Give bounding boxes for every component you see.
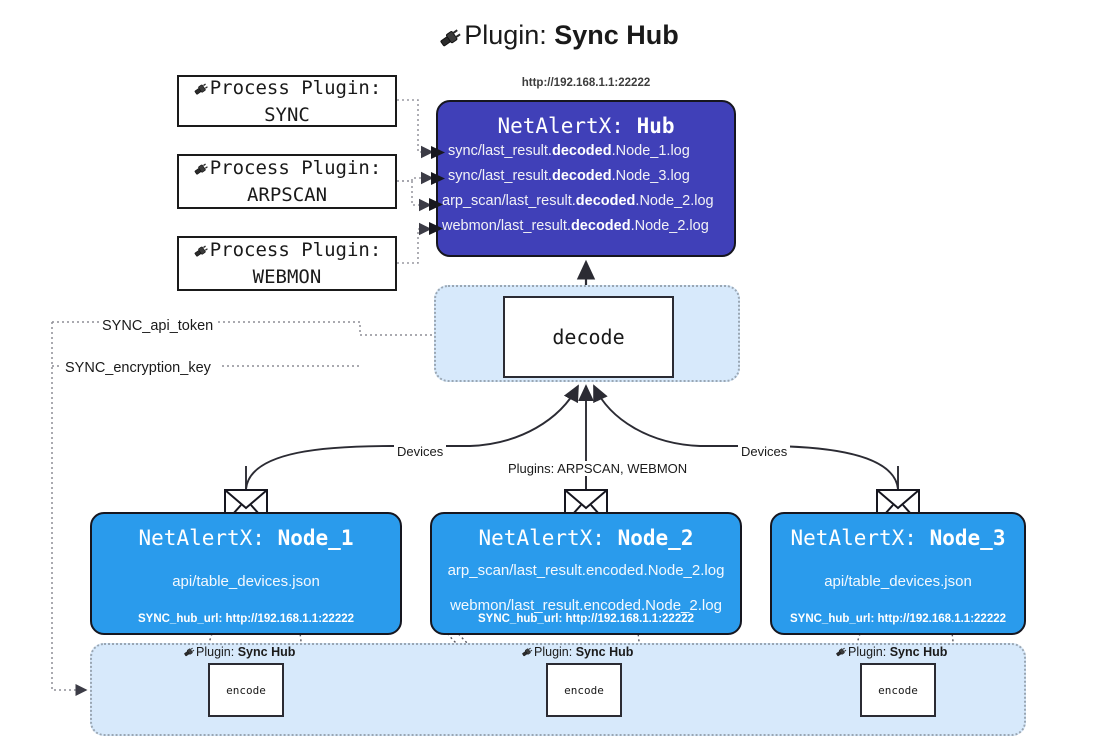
- hub-node[interactable]: NetAlertX: Hub sync/last_result.decoded.…: [436, 100, 736, 257]
- node-line: webmon/last_result.encoded.Node_2.log: [450, 597, 722, 614]
- hub-log-row: sync/last_result.decoded.Node_1.log: [448, 143, 690, 159]
- plug-icon: [193, 79, 210, 99]
- process-plugin-value: SYNC: [264, 103, 310, 126]
- title-prefix: Plugin:: [464, 20, 547, 50]
- plug-icon: [835, 645, 848, 659]
- node-hub-url: SYNC_hub_url: http://192.168.1.1:22222: [477, 613, 695, 625]
- process-plugin-sync[interactable]: Process Plugin: SYNC: [177, 75, 397, 127]
- edge-label-plugins: Plugins: ARPSCAN, WEBMON: [505, 461, 691, 476]
- encode-box-1[interactable]: encode: [208, 663, 284, 717]
- title-name: Sync Hub: [554, 20, 679, 50]
- node-title: NetAlertX: Node_3: [790, 526, 1006, 550]
- plugin-label-3: Plugin: Sync Hub: [835, 645, 947, 659]
- hub-title-prefix: NetAlertX:: [497, 114, 624, 138]
- node-hub-url: SYNC_hub_url: http://192.168.1.1:22222: [137, 613, 355, 625]
- hub-log-row: arp_scan/last_result.decoded.Node_2.log: [442, 193, 714, 209]
- process-plugin-value: WEBMON: [252, 266, 322, 288]
- hub-title: NetAlertX: Hub: [438, 113, 734, 139]
- node-title: NetAlertX: Node_2: [478, 526, 694, 550]
- hub-title-name: Hub: [636, 114, 675, 138]
- node-2[interactable]: NetAlertX: Node_2 arp_scan/last_result.e…: [430, 512, 742, 635]
- plugin-label-1: Plugin: Sync Hub: [183, 645, 295, 659]
- hub-url-label: http://192.168.1.1:22222: [521, 77, 651, 89]
- node-line: api/table_devices.json: [172, 573, 320, 590]
- sync-api-token-label: SYNC_api_token: [99, 318, 217, 334]
- node-line: api/table_devices.json: [824, 573, 972, 590]
- plug-icon: [438, 21, 464, 55]
- decode-box[interactable]: decode: [503, 296, 674, 378]
- edge-label-devices-left: Devices: [394, 444, 447, 459]
- process-plugin-label: Process Plugin:: [209, 157, 382, 179]
- plug-icon: [193, 159, 210, 179]
- edge-label-devices-right: Devices: [738, 444, 791, 459]
- page-title: Plugin: Sync Hub: [0, 18, 1117, 53]
- process-plugin-label: Process Plugin:: [209, 76, 382, 99]
- sync-encryption-key-label: SYNC_encryption_key: [62, 360, 214, 376]
- node-hub-url: SYNC_hub_url: http://192.168.1.1:22222: [789, 613, 1007, 625]
- process-plugin-value: ARPSCAN: [246, 184, 328, 206]
- encode-box-2[interactable]: encode: [546, 663, 622, 717]
- process-plugin-label: Process Plugin:: [209, 239, 382, 261]
- node-3[interactable]: NetAlertX: Node_3 api/table_devices.json…: [770, 512, 1026, 635]
- plug-icon: [521, 645, 534, 659]
- process-plugin-arpscan[interactable]: Process Plugin: ARPSCAN: [177, 154, 397, 209]
- node-title: NetAlertX: Node_1: [138, 526, 354, 550]
- hub-log-row: webmon/last_result.decoded.Node_2.log: [442, 218, 709, 234]
- plug-icon: [193, 241, 210, 261]
- encode-box-3[interactable]: encode: [860, 663, 936, 717]
- node-1[interactable]: NetAlertX: Node_1 api/table_devices.json…: [90, 512, 402, 635]
- hub-log-row: sync/last_result.decoded.Node_3.log: [448, 168, 690, 184]
- plugin-label-2: Plugin: Sync Hub: [521, 645, 633, 659]
- process-plugin-webmon[interactable]: Process Plugin: WEBMON: [177, 236, 397, 291]
- node-line: arp_scan/last_result.encoded.Node_2.log: [447, 562, 725, 579]
- plug-icon: [183, 645, 196, 659]
